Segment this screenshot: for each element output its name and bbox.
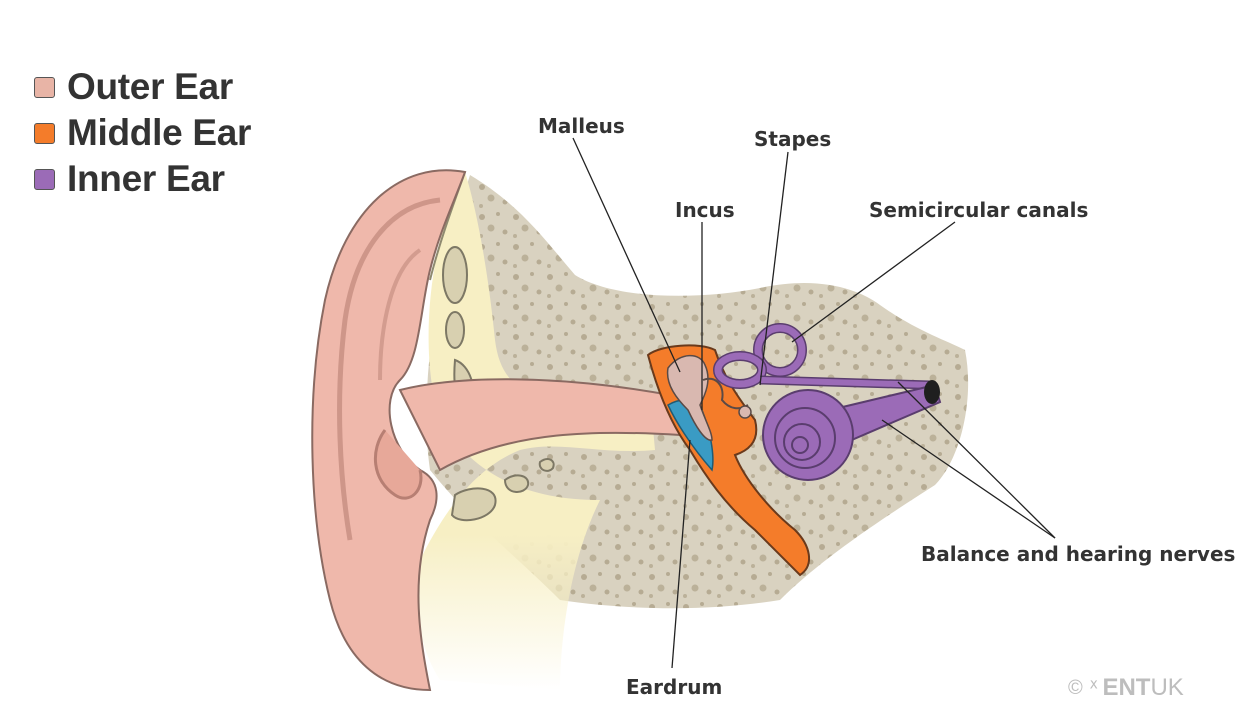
label-eardrum: Eardrum bbox=[626, 675, 722, 699]
pinna bbox=[311, 169, 467, 692]
label-semicircular-canals: Semicircular canals bbox=[869, 198, 1088, 222]
inner-ear bbox=[713, 323, 942, 481]
inner-ear-swatch bbox=[34, 168, 55, 190]
label-nerves: Balance and hearing nerves bbox=[921, 542, 1235, 566]
outer-ear-swatch bbox=[34, 76, 55, 98]
leader-lines bbox=[572, 137, 1056, 669]
label-incus: Incus bbox=[675, 198, 735, 222]
legend-label-outer-ear: Outer Ear bbox=[67, 66, 233, 107]
middle-ear-swatch bbox=[34, 122, 55, 144]
label-stapes: Stapes bbox=[754, 127, 831, 151]
legend: Outer Ear Middle Ear Inner Ear bbox=[34, 64, 251, 202]
legend-item-inner-ear: Inner Ear bbox=[34, 156, 251, 202]
legend-item-outer-ear: Outer Ear bbox=[34, 64, 251, 110]
ossicles bbox=[666, 354, 752, 441]
ent-uk-mark-icon: ᕁ bbox=[1088, 677, 1099, 700]
watermark-brand-bold: ENT bbox=[1102, 674, 1151, 701]
copyright-symbol: © bbox=[1068, 676, 1083, 699]
legend-label-middle-ear: Middle Ear bbox=[67, 112, 252, 153]
watermark-brand-light: UK bbox=[1150, 674, 1184, 701]
legend-item-middle-ear: Middle Ear bbox=[34, 110, 251, 156]
ent-uk-logo-icon: © ᕁ ENT UK bbox=[1068, 674, 1184, 702]
label-malleus: Malleus bbox=[538, 114, 625, 138]
legend-label-inner-ear: Inner Ear bbox=[67, 158, 225, 199]
